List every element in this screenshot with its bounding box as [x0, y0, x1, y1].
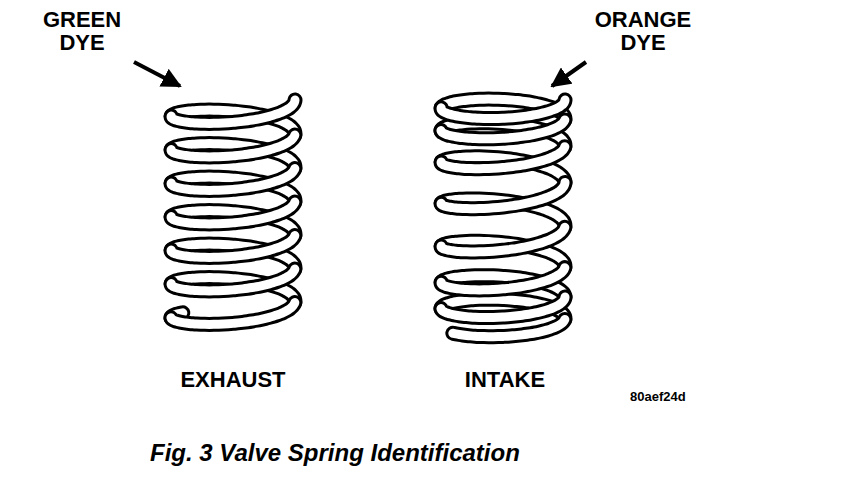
- spring-coil: [171, 100, 295, 123]
- dye-label: ORANGE DYE: [576, 8, 710, 54]
- spring-coil: [171, 236, 295, 258]
- spring-coil: [441, 268, 565, 290]
- spring-coil: [441, 297, 565, 317]
- spring-coil: [171, 135, 295, 157]
- spring-coil: [453, 319, 565, 336]
- spring-coil: [441, 100, 565, 119]
- spring-coil: [171, 269, 295, 291]
- leader-arrow: [552, 62, 586, 86]
- spring-coil: [441, 100, 565, 119]
- spring-coil: [441, 147, 565, 169]
- spring-coil: [171, 303, 295, 325]
- spring-coil: [441, 227, 565, 252]
- spring-coil: [453, 319, 565, 336]
- spring-coil: [171, 100, 295, 123]
- leader-arrow: [134, 62, 180, 86]
- figure-code: 80aef24d: [630, 390, 720, 404]
- spring-coil: [441, 297, 565, 317]
- spring-coil: [441, 99, 565, 120]
- dye-label: GREEN DYE: [26, 8, 138, 54]
- spring-coil: [171, 236, 295, 258]
- spring-coil: [441, 147, 565, 169]
- spring-coil: [171, 169, 295, 191]
- valve-springs: [171, 99, 565, 337]
- spring-coil: [171, 202, 295, 224]
- spring-coil: [171, 303, 295, 325]
- figure-caption: Fig. 3 Valve Spring Identification: [150, 440, 520, 465]
- spring-coil: [441, 120, 565, 139]
- spring-coil: [171, 202, 295, 224]
- spring-coil: [441, 227, 565, 252]
- spring-name: INTAKE: [420, 368, 590, 391]
- spring-coil: [441, 120, 565, 139]
- spring-coil: [171, 169, 295, 191]
- spring-coil: [171, 135, 295, 157]
- spring-coil: [171, 269, 295, 291]
- spring-coil: [441, 182, 565, 208]
- spring-name: EXHAUST: [143, 368, 323, 391]
- spring-coil: [441, 268, 565, 290]
- spring-coil: [441, 182, 565, 208]
- spring-coil: [441, 99, 565, 120]
